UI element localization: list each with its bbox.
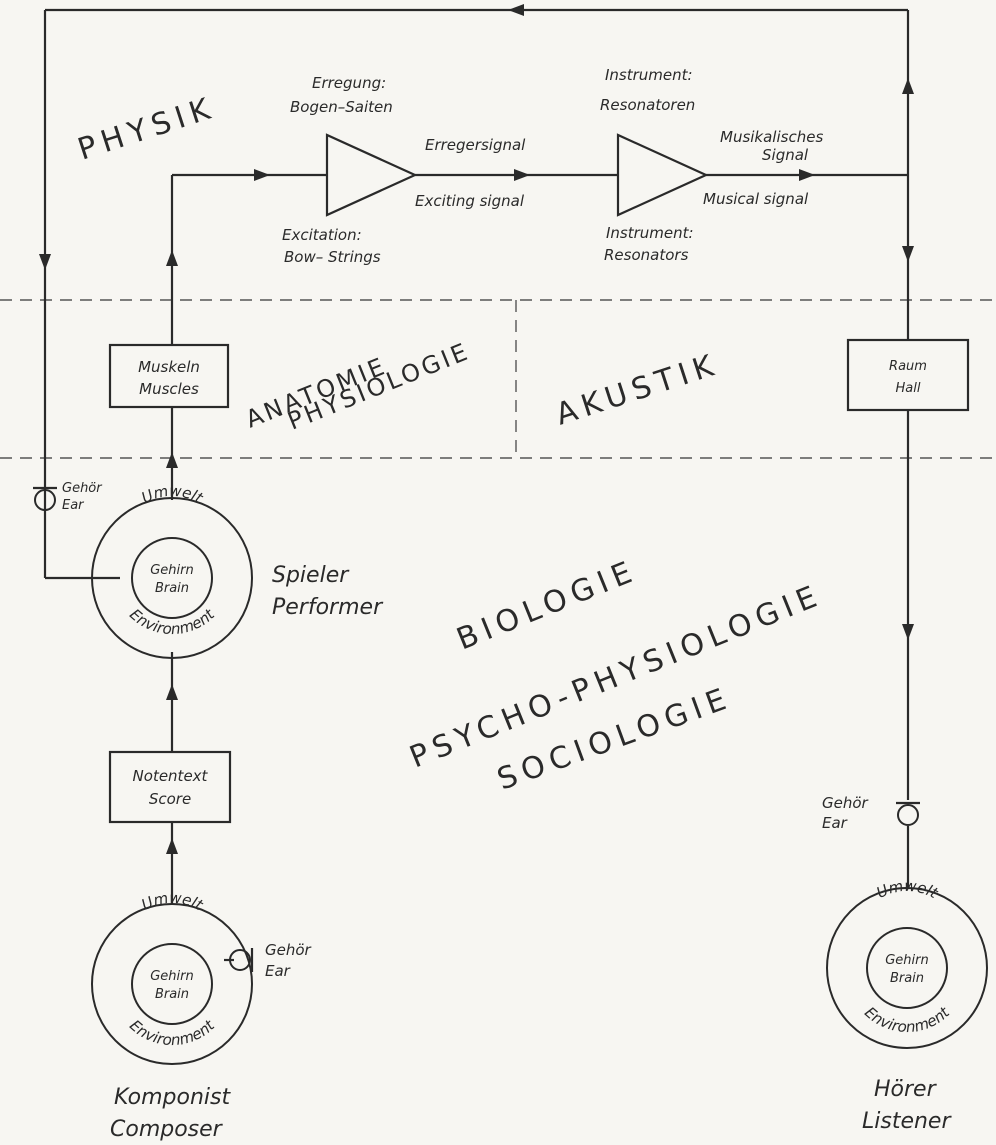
performer-brain-label: Brain <box>155 581 189 596</box>
composer-ring: Umwelt Environment Gehirn Brain <box>91 889 253 1065</box>
performer-de-label: Spieler <box>272 563 350 588</box>
listener-umwelt-label: Umwelt <box>874 877 942 903</box>
room-box <box>846 338 970 412</box>
listener-de-label: Hörer <box>874 1077 938 1102</box>
performer-ear-en-label: Ear <box>62 498 85 513</box>
composer-de-label: Komponist <box>114 1085 231 1110</box>
listener-brain-label: Brain <box>890 971 924 986</box>
arrow-up-muscles <box>166 250 178 266</box>
listener-ear-de-label: Gehör <box>822 794 869 812</box>
instrument-en-sub: Resonators <box>604 246 689 264</box>
composer-ear-de-label: Gehör <box>265 941 312 959</box>
room-de-label: Raum <box>889 359 927 374</box>
arrow-left-down <box>39 254 51 270</box>
composer-en-label: Composer <box>110 1117 224 1142</box>
excitation-triangle <box>325 133 418 217</box>
listener-en-label: Listener <box>862 1109 952 1134</box>
flow-arrows <box>39 4 914 854</box>
arrow-up-composer <box>166 838 178 854</box>
instrument-triangle <box>616 133 709 217</box>
composer-environment-label: Environment <box>126 1016 219 1049</box>
arrow-musical-signal <box>799 169 815 181</box>
composer-brain-label: Brain <box>155 987 189 1002</box>
arrow-right-up <box>902 78 914 94</box>
composer-ear-en-label: Ear <box>265 962 291 980</box>
instrument-de-label: Instrument: <box>605 66 693 84</box>
biologie-field-label: BIOLOGIE <box>452 553 643 657</box>
instrument-en-label: Instrument: <box>606 224 694 242</box>
performer-ring: Umwelt Environment Gehirn Brain <box>91 482 253 659</box>
score-box <box>108 750 232 824</box>
muscles-en-label: Muscles <box>139 380 199 398</box>
score-en-label: Score <box>149 790 191 808</box>
room-en-label: Hall <box>896 381 921 396</box>
excitation-en-label: Excitation: <box>282 226 362 244</box>
excitation-de-sub: Bogen–Saiten <box>290 98 393 116</box>
physik-field-label: PHYSIK <box>74 90 220 167</box>
composer-umwelt-label: Umwelt <box>139 889 207 915</box>
arrow-up-performer <box>166 452 178 468</box>
akustik-field-label: AKUSTIK <box>552 347 724 433</box>
score-de-label: Notentext <box>133 767 209 785</box>
performer-gehirn-label: Gehirn <box>150 563 194 578</box>
excitation-de-label: Erregung: <box>312 74 386 92</box>
performer-ear-icon <box>33 486 57 511</box>
excitation-en-sub: Bow– Strings <box>284 248 381 266</box>
performer-environment-label: Environment <box>126 605 219 638</box>
listener-ring: Umwelt Environment Gehirn Brain <box>826 877 988 1049</box>
signal-flow-lines <box>43 8 910 962</box>
arrow-right-down-2 <box>902 624 914 640</box>
exciting-signal-en-label: Exciting signal <box>415 192 525 210</box>
listener-gehirn-label: Gehirn <box>885 953 929 968</box>
muscles-de-label: Muskeln <box>138 358 200 376</box>
performer-ear-de-label: Gehör <box>62 481 103 496</box>
listener-ear-en-label: Ear <box>822 814 848 832</box>
performer-umwelt-label: Umwelt <box>139 482 207 508</box>
arrow-top-left <box>508 4 524 16</box>
arrow-to-excitation <box>254 169 270 181</box>
musical-signal-de-label-2: Signal <box>762 146 809 164</box>
muscles-box <box>108 343 230 409</box>
composer-gehirn-label: Gehirn <box>150 969 194 984</box>
musical-signal-de-label: Musikalisches <box>720 128 823 146</box>
performer-en-label: Performer <box>272 595 384 620</box>
musical-signal-en-label: Musical signal <box>703 190 809 208</box>
arrow-right-down-1 <box>902 246 914 262</box>
listener-ear-icon <box>896 801 920 826</box>
arrow-up-score <box>166 684 178 700</box>
instrument-de-sub: Resonatoren <box>600 96 695 114</box>
arrow-to-instrument <box>514 169 530 181</box>
composer-ear-icon <box>229 948 254 972</box>
exciting-signal-de-label: Erregersignal <box>425 136 526 154</box>
